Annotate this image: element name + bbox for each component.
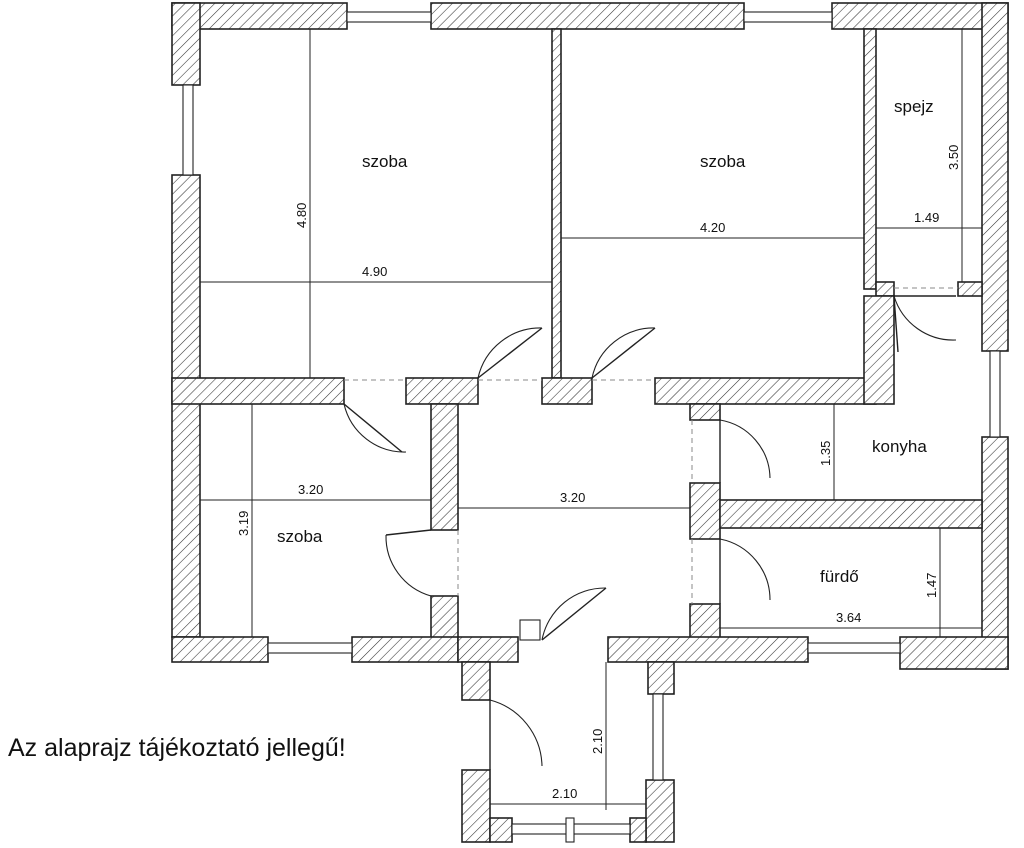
dim-label-kitchen-height: 1.35 xyxy=(818,441,833,466)
room-label-bottom-left: szoba xyxy=(277,527,323,546)
opening-lines xyxy=(344,287,958,604)
room-label-top-left: szoba xyxy=(362,152,408,171)
dim-label-bathroom-height: 1.47 xyxy=(924,573,939,598)
dim-label-hall-width: 3.20 xyxy=(560,490,585,505)
dim-label-pantry-width: 1.49 xyxy=(914,210,939,225)
dim-label-bottom-left-height: 3.19 xyxy=(236,511,251,536)
dim-label-entry-height: 2.10 xyxy=(590,729,605,754)
room-label-top-middle: szoba xyxy=(700,152,746,171)
dim-label-pantry-height: 3.50 xyxy=(946,145,961,170)
windows xyxy=(182,11,1001,843)
walls xyxy=(171,2,1009,843)
dim-label-top-left-height: 4.80 xyxy=(294,203,309,228)
dim-label-top-middle-width: 4.20 xyxy=(700,220,725,235)
room-label-bathroom: fürdő xyxy=(820,567,859,586)
dimension-lines xyxy=(200,29,982,810)
dim-label-top-left-width: 4.90 xyxy=(362,264,387,279)
dim-label-entry-width: 2.10 xyxy=(552,786,577,801)
room-label-pantry: spejz xyxy=(894,97,934,116)
room-label-kitchen: konyha xyxy=(872,437,927,456)
dim-label-bathroom-width: 3.64 xyxy=(836,610,861,625)
dim-label-bottom-left-width: 3.20 xyxy=(298,482,323,497)
disclaimer-text: Az alaprajz tájékoztató jellegű! xyxy=(8,734,346,762)
doors xyxy=(343,295,957,770)
